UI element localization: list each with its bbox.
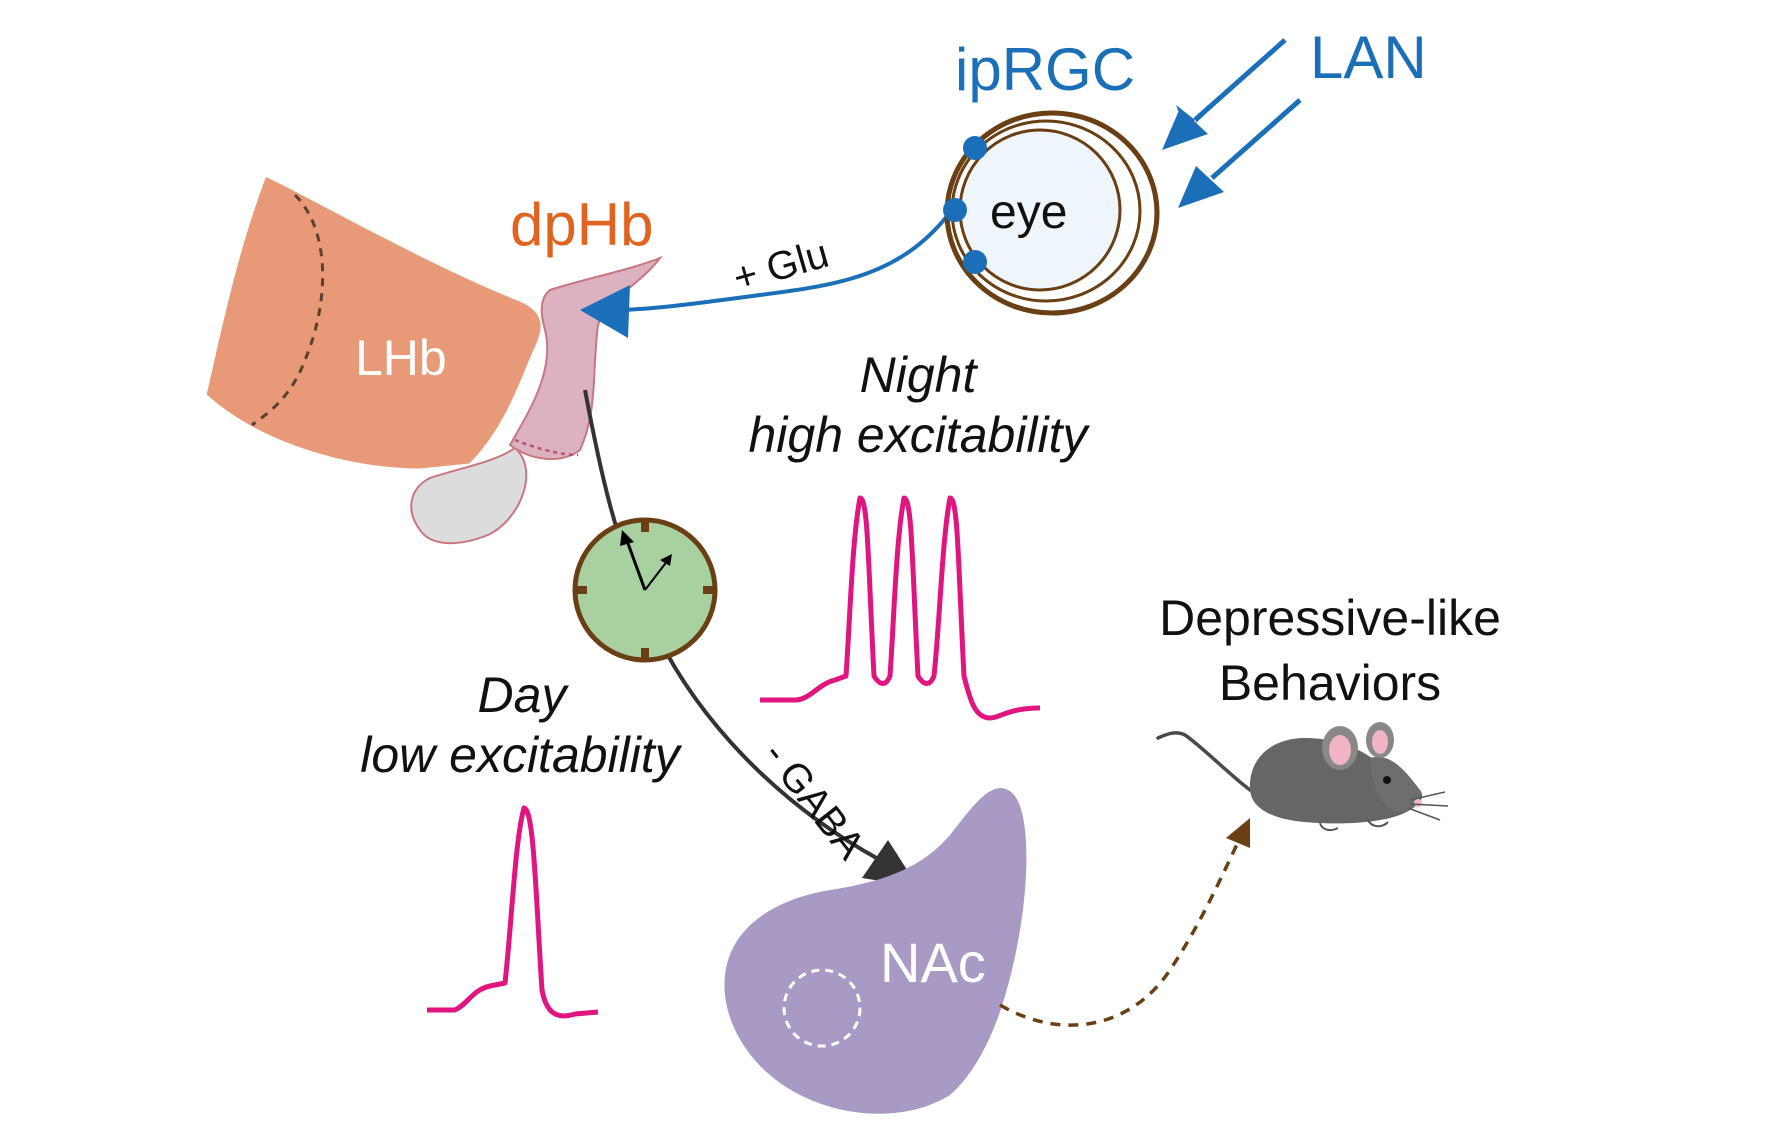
lan-arrows [1162, 38, 1302, 208]
day-spike-trace [427, 805, 599, 1019]
glu-projection-line [611, 213, 950, 312]
night-subtitle: high excitability [748, 407, 1090, 463]
day-subtitle: low excitability [360, 727, 683, 783]
eye-label: eye [990, 186, 1067, 239]
eye-icon [943, 110, 1160, 316]
nac-dashed-circle [782, 968, 862, 1048]
nac-region [724, 788, 1027, 1114]
clock-icon [572, 517, 718, 663]
dphb-region [508, 255, 663, 461]
night-spike-trace [760, 495, 1041, 721]
dphb-label: dpHb [510, 191, 653, 258]
iprgc-dot-top [963, 136, 987, 160]
night-title: Night [860, 347, 979, 403]
nac-label: NAc [880, 931, 986, 994]
behavior-subtitle: Behaviors [1219, 655, 1441, 711]
lhb-region [203, 173, 544, 472]
behavior-arrowhead [1226, 818, 1250, 848]
lan-label: LAN [1310, 24, 1427, 91]
iprgc-dot-middle [943, 198, 967, 222]
iprgc-dot-bottom [963, 250, 987, 274]
habenula-gray-region [410, 446, 528, 545]
glu-arrowhead [580, 285, 630, 338]
lhb-label: LHb [355, 330, 447, 386]
gaba-label: - GABA [755, 733, 873, 867]
iprgc-label: ipRGC [955, 36, 1135, 103]
behavior-title: Depressive-like [1159, 590, 1501, 646]
dphb-dotted-boundary [514, 438, 579, 457]
mouse-icon [1156, 722, 1449, 832]
day-title: Day [478, 667, 570, 723]
behavior-dashed-arrow [999, 837, 1242, 1027]
